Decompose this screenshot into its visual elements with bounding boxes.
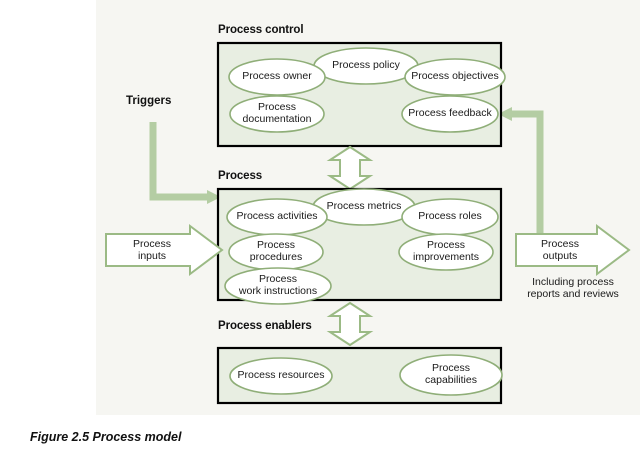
node-process-feedback-shape — [401, 95, 499, 133]
node-process-owner-shape — [228, 58, 326, 96]
process-outputs-label: Process outputs — [541, 238, 579, 262]
process-inputs-arrow-shape — [105, 224, 224, 276]
node-process-work-instructions-shape — [224, 267, 332, 305]
node-process-procedures-label: Process procedures — [249, 239, 303, 263]
section-label-process-control: Process control — [218, 24, 304, 36]
node-process-documentation-label: Process documentation — [242, 101, 312, 125]
triggers-connector — [149, 122, 221, 204]
triggers-label: Triggers — [126, 95, 172, 107]
node-process-capabilities-shape — [399, 354, 503, 396]
node-process-resources-shape — [229, 357, 333, 395]
feedback-connector — [498, 107, 544, 240]
node-process-activities-label: Process activities — [236, 210, 318, 222]
section-label-process: Process — [218, 170, 263, 182]
double-arrow-control-process — [326, 145, 374, 191]
node-process-metrics-label: Process metrics — [326, 200, 402, 212]
node-process-owner-label: Process owner — [242, 70, 312, 82]
node-process-documentation-shape — [229, 95, 325, 133]
node-process-resources-label: Process resources — [237, 369, 325, 381]
section-label-process-enablers: Process enablers — [218, 320, 312, 332]
process-inputs-label: Process inputs — [133, 238, 171, 262]
node-process-roles-label: Process roles — [418, 210, 482, 222]
node-process-feedback-label: Process feedback — [408, 107, 492, 119]
node-process-improvements-label: Process improvements — [413, 239, 479, 263]
figure-caption: Figure 2.5 Process model — [30, 430, 182, 444]
node-process-improvements-shape — [398, 233, 494, 271]
double-arrow-process-enablers — [326, 301, 374, 347]
node-process-capabilities-label: Process capabilities — [425, 362, 477, 386]
node-process-objectives-shape — [404, 58, 506, 96]
node-process-objectives-label: Process objectives — [411, 70, 499, 82]
process-outputs-note: Including process reports and reviews — [527, 276, 619, 300]
process-outputs-arrow-shape — [515, 224, 631, 276]
node-process-policy-label: Process policy — [332, 59, 400, 71]
node-process-work-instructions-label: Process work instructions — [238, 273, 318, 297]
